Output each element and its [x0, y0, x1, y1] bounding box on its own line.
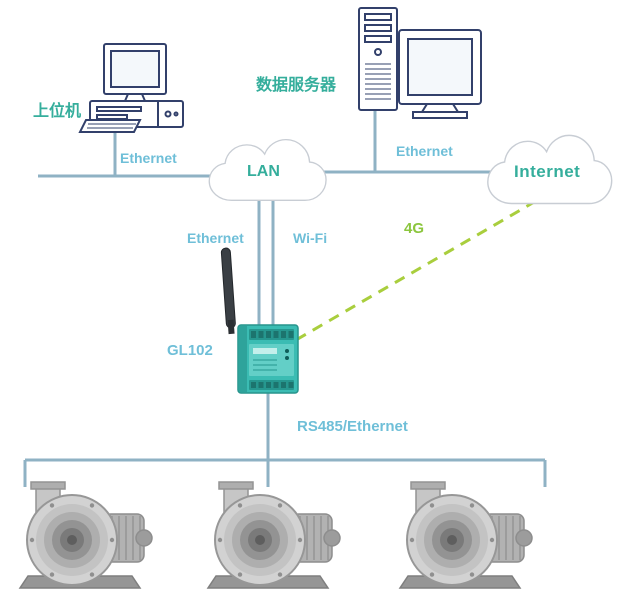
fan-image-3 [399, 481, 533, 589]
fan-image-1 [19, 481, 153, 589]
fieldbus-label: RS485/Ethernet [297, 418, 408, 435]
ethernet-server-label: Ethernet [396, 143, 453, 159]
data-server-icon [358, 7, 398, 111]
host-computer-label: 上位机 [33, 103, 82, 120]
gateway-device-icon [237, 324, 299, 394]
server-monitor-icon [398, 29, 482, 119]
internet-label: Internet [514, 162, 581, 181]
fan-image-2 [207, 481, 341, 589]
ethernet-gateway-label: Ethernet [187, 230, 244, 246]
ethernet-host-label: Ethernet [120, 150, 177, 166]
wifi-label: Wi-Fi [293, 230, 328, 246]
antenna-icon [220, 247, 236, 335]
lan-label: LAN [247, 163, 280, 180]
data-server-label: 数据服务器 [256, 77, 337, 94]
gateway-model-label: GL102 [167, 342, 213, 359]
host-computer-icon [78, 43, 184, 133]
cellular-label: 4G [404, 220, 425, 237]
cellular-dashed-line [288, 199, 537, 346]
